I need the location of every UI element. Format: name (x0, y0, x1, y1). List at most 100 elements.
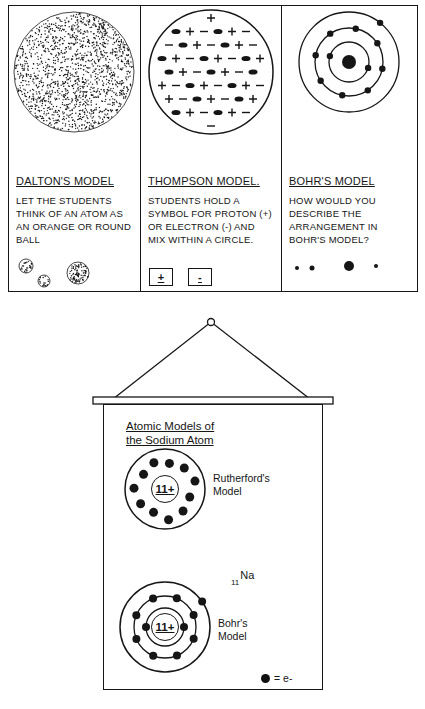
electron-blob (221, 42, 230, 47)
stipple-dot (67, 106, 68, 107)
stipple-dot (74, 269, 75, 270)
stipple-dot (92, 113, 93, 114)
stipple-dot (53, 81, 54, 82)
stipple-dot (121, 90, 122, 91)
electron-dot (379, 66, 385, 72)
stipple-dot (93, 37, 94, 38)
stipple-dot (125, 77, 126, 78)
stipple-dot (70, 80, 71, 81)
stipple-dot (54, 69, 55, 70)
electron-dot (317, 78, 323, 84)
stipple-dot (75, 28, 76, 29)
stipple-dot (64, 119, 65, 120)
stipple-dot (85, 271, 86, 272)
element-symbol: Na (240, 569, 254, 583)
stipple-dot (121, 42, 122, 43)
stipple-dot (90, 52, 91, 53)
stipple-dot (38, 29, 39, 30)
stipple-dot (125, 97, 126, 98)
charge-mark (235, 41, 243, 49)
stipple-dot (95, 55, 96, 56)
stipple-dot (39, 30, 40, 31)
stipple-dot (103, 55, 104, 56)
stipple-dot (74, 93, 75, 94)
electron-dot (149, 652, 157, 660)
stipple-dot (17, 88, 18, 89)
electron-dot (374, 264, 378, 268)
stipple-dot (78, 26, 79, 27)
stipple-dot (26, 262, 27, 263)
stipple-dot (76, 90, 77, 91)
stipple-dot (95, 68, 96, 69)
stipple-dot (20, 56, 21, 57)
stipple-dot (94, 109, 95, 110)
stipple-dot (98, 28, 99, 29)
stipple-dot (125, 76, 126, 77)
electron-blob (158, 56, 167, 61)
stipple-dot (24, 60, 25, 61)
stipple-dot (75, 92, 76, 93)
stipple-dot (50, 122, 51, 123)
stipple-dot (32, 80, 33, 81)
stipple-dot (50, 95, 51, 96)
stipple-dot (86, 109, 87, 110)
stipple-dot (55, 22, 56, 23)
stipple-dot (103, 46, 104, 47)
stipple-dot (89, 125, 90, 126)
stipple-dot (80, 110, 81, 111)
stipple-dot (37, 68, 38, 69)
stipple-dot (107, 56, 108, 57)
stipple-dot (78, 267, 79, 268)
stipple-dot (42, 63, 43, 64)
stipple-dot (103, 120, 104, 121)
stipple-dot (101, 68, 102, 69)
stipple-dot (80, 68, 81, 69)
stipple-dot (126, 63, 127, 64)
stipple-dot (114, 99, 115, 100)
stipple-dot (35, 33, 36, 34)
stipple-dot (80, 41, 81, 42)
stipple-dot (131, 66, 132, 67)
stipple-dot (121, 41, 122, 42)
stipple-dot (21, 74, 22, 75)
stipple-dot (32, 40, 33, 41)
stipple-dot (48, 113, 49, 114)
stipple-dot (30, 35, 31, 36)
stipple-dot (71, 265, 72, 266)
stipple-dot (59, 98, 60, 99)
stipple-dot (67, 75, 68, 76)
stipple-dot (101, 54, 102, 55)
stipple-dot (119, 83, 120, 84)
stipple-dot (18, 90, 19, 91)
stipple-dot (56, 112, 57, 113)
stipple-dot (52, 36, 53, 37)
charge-mark (256, 85, 264, 86)
stipple-dot (124, 93, 125, 94)
stipple-dot (116, 48, 117, 49)
stipple-dot (75, 124, 76, 125)
stipple-dot (33, 63, 34, 64)
stipple-dot (58, 27, 59, 28)
stipple-dot (60, 129, 61, 130)
stipple-dot (86, 102, 87, 103)
stipple-dot (47, 279, 48, 280)
stipple-dot (117, 109, 118, 110)
stipple-dot (103, 21, 104, 22)
stipple-dot (72, 113, 73, 114)
stipple-dot (70, 66, 71, 67)
stipple-dot (16, 65, 17, 66)
stipple-dot (36, 84, 37, 85)
stipple-dot (108, 68, 109, 69)
stipple-dot (78, 273, 79, 274)
stipple-dot (99, 43, 100, 44)
stipple-dot (77, 42, 78, 43)
stipple-dot (122, 67, 123, 68)
electron-dot (173, 594, 181, 602)
stipple-dot (71, 28, 72, 29)
stipple-dot (40, 42, 41, 43)
stipple-dot (82, 44, 83, 45)
stipple-dot (69, 34, 70, 35)
stipple-dot (96, 82, 97, 83)
stipple-dot (35, 76, 36, 77)
stipple-dot (76, 97, 77, 98)
